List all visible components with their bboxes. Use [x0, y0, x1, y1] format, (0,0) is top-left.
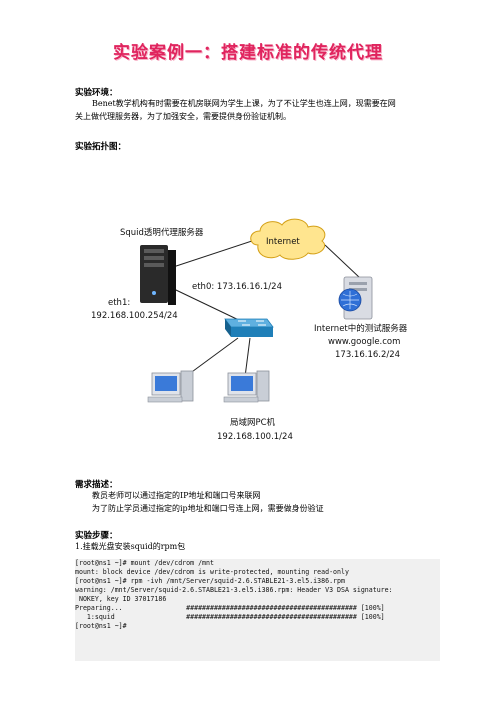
eth0-label: eth0: 173.16.16.1/24 — [192, 282, 282, 292]
terminal-output: [root@ns1 ~]# mount /dev/cdrom /mnt moun… — [75, 559, 440, 661]
terminal-line: [root@ns1 ~]# — [75, 622, 131, 630]
terminal-line: [root@ns1 ~]# rpm -ivh /mnt/Server/squid… — [75, 577, 345, 585]
pc-icon-1 — [147, 370, 194, 403]
pc-label: 局域网PC机 — [230, 417, 276, 428]
terminal-line: NOKEY, key ID 37017186 — [75, 595, 167, 603]
test-server-ip: 173.16.16.2/24 — [335, 350, 400, 360]
page-title: 实验案例一：搭建标准的传统代理 — [113, 43, 383, 63]
internet-label: Internet — [266, 237, 300, 247]
pc-icon-2 — [223, 370, 270, 403]
env-heading: 实验环境： — [75, 88, 118, 98]
eth1-ip-label: 192.168.100.254/24 — [91, 311, 178, 321]
link-internet-server — [324, 244, 361, 279]
test-server-icon — [338, 276, 373, 320]
squid-label: Squid透明代理服务器 — [120, 227, 204, 238]
test-server-label: Internet中的测试服务器 — [314, 323, 408, 334]
steps-heading: 实验步骤： — [75, 531, 118, 541]
eth1-label: eth1: — [108, 298, 130, 308]
terminal-line: 1:squid ################################… — [75, 613, 385, 621]
network-topology-diagram: Internet Squid透明代理服务器 eth0: 173.16.16.1/… — [91, 218, 408, 442]
link-switch-pc2 — [244, 337, 251, 378]
squid-server-icon — [140, 245, 176, 305]
topology-heading: 实验拓扑图： — [75, 142, 127, 152]
requirement-line-2: 为了防止学员通过指定的ip地址和端口号连上网，需要做身份验证 — [92, 504, 324, 513]
terminal-line: [root@ns1 ~]# mount /dev/cdrom /mnt — [75, 559, 214, 567]
terminal-line: Preparing... ###########################… — [75, 604, 385, 612]
env-line-2: 关上做代理服务器，为了加强安全，需要提供身份验证机制。 — [75, 112, 291, 121]
link-switch-pc1 — [184, 337, 239, 378]
terminal-line: warning: /mnt/Server/squid-2.6.STABLE21-… — [75, 586, 393, 594]
test-server-host: www.google.com — [328, 337, 400, 347]
env-line-1: Benet教学机构有时需要在机房联网为学生上课，为了不让学生也连上网，现需要在网 — [92, 99, 396, 108]
requirement-line-1: 教员老师可以通过指定的IP地址和端口号来联网 — [92, 491, 261, 500]
switch-icon — [224, 318, 274, 337]
internet-cloud-icon — [250, 218, 326, 260]
pc-ip-label: 192.168.100.1/24 — [217, 432, 293, 442]
step-1-text: 1.挂载光盘安装squid的rpm包 — [75, 542, 186, 551]
terminal-line: mount: block device /dev/cdrom is write-… — [75, 568, 349, 576]
requirements-heading: 需求描述： — [75, 480, 118, 490]
